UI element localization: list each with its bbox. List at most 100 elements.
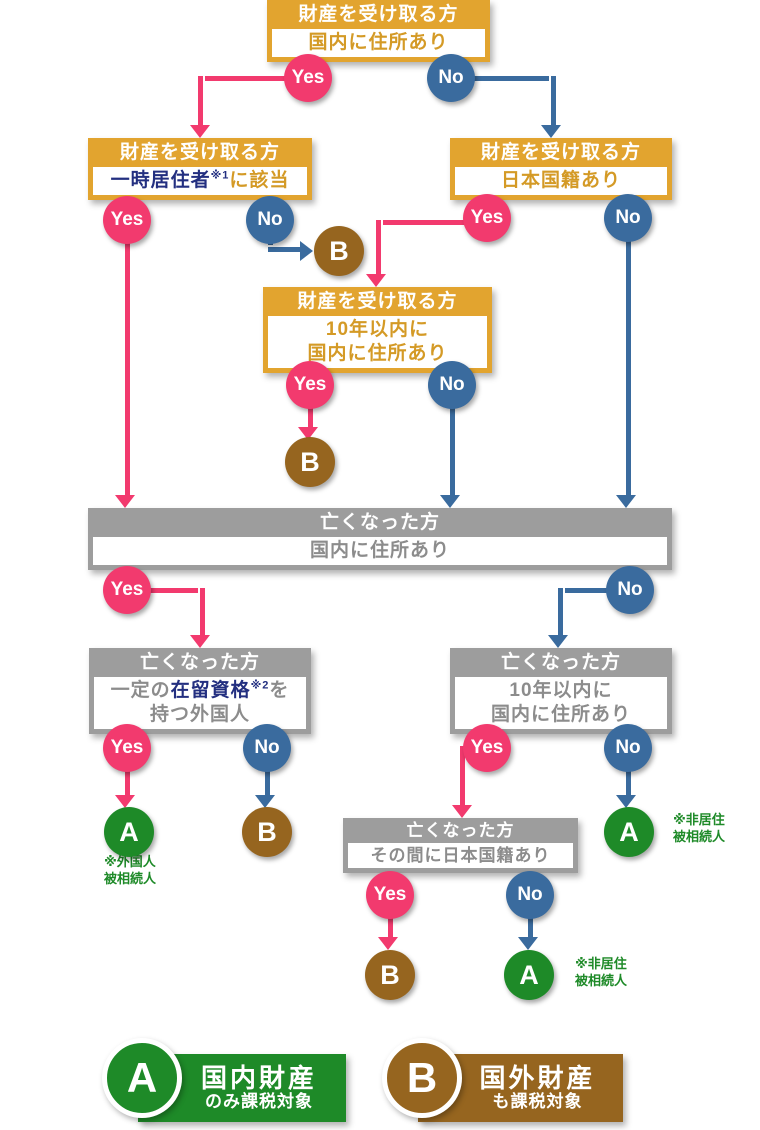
legend-a-title: 国内財産 (200, 1062, 317, 1093)
note-line2: 被相続人 (103, 870, 156, 886)
no-badge: No (427, 54, 475, 102)
yes-badge: Yes (286, 361, 334, 409)
term-residence-status: 在留資格 (170, 680, 251, 701)
arrow-down-icon (115, 795, 135, 808)
box-header: 亡くなった方 (500, 652, 621, 673)
no-badge: No (606, 566, 654, 614)
decision-box-deceased-address-within-10yr: 亡くなった方 10年以内に国内に住所あり (450, 648, 672, 734)
legend-a-badge: A (102, 1038, 182, 1118)
connector-line (200, 588, 205, 636)
note-line1: ※外国人 (104, 854, 156, 869)
box-condition-text: 一定の (110, 680, 171, 701)
box-header: 財産を受け取る方 (298, 4, 459, 25)
note-line1: ※非居住 (575, 956, 627, 971)
box-header: 財産を受け取る方 (297, 291, 458, 312)
arrow-down-icon (541, 125, 561, 138)
box-condition-text: を (269, 680, 290, 701)
connector-line (125, 752, 130, 796)
connector-line (626, 752, 631, 796)
no-badge: No (428, 361, 476, 409)
connector-line (528, 900, 533, 938)
box-condition: その間に日本国籍あり (348, 843, 573, 869)
box-condition: 10年以内に国内に住所あり (268, 316, 487, 368)
no-badge: No (604, 194, 652, 242)
connector-line (127, 588, 205, 593)
yes-badge: Yes (103, 724, 151, 772)
arrow-down-icon (190, 125, 210, 138)
decision-box-deceased-japanese-nationality: 亡くなった方 その間に日本国籍あり (343, 818, 578, 874)
connector-line (125, 230, 130, 496)
decision-box-deceased-domestic-address: 亡くなった方 国内に住所あり (88, 508, 672, 570)
decision-box-recipient-address-within-10yr: 財産を受け取る方 10年以内に国内に住所あり (263, 287, 492, 373)
decision-box-recipient-domestic-address: 財産を受け取る方 国内に住所あり (267, 0, 490, 62)
decision-box-recipient-temporary-resident: 財産を受け取る方 一時居住者※1に該当 (88, 138, 312, 200)
box-condition-line1: 10年以内に (509, 680, 613, 701)
box-condition: 一時居住者※1に該当 (93, 167, 307, 195)
no-badge: No (604, 724, 652, 772)
arrow-down-icon (190, 635, 210, 648)
footnote-ref-2: ※2 (250, 679, 270, 692)
box-header: 財産を受け取る方 (480, 142, 641, 163)
connector-line (558, 588, 632, 593)
box-condition: 国内に住所あり (93, 537, 667, 565)
no-badge: No (243, 724, 291, 772)
footnote-ref-1: ※1 (210, 169, 230, 182)
result-b-badge: B (314, 226, 364, 276)
no-badge: No (506, 871, 554, 919)
arrow-down-icon (366, 274, 386, 287)
result-a-badge: A (604, 807, 654, 857)
connector-line (450, 390, 455, 496)
connector-line (388, 900, 393, 938)
box-condition-line1: 10年以内に (325, 319, 430, 340)
decision-box-deceased-residence-status: 亡くなった方 一定の在留資格※2を持つ外国人 (89, 648, 311, 734)
connector-line (308, 390, 313, 428)
connector-line (451, 76, 556, 81)
note-nonresident-decedent: ※非居住 被相続人 (652, 812, 746, 846)
connector-line (265, 752, 270, 796)
yes-badge: Yes (284, 54, 332, 102)
term-temporary-resident: 一時居住者 (110, 170, 211, 191)
arrow-down-icon (548, 635, 568, 648)
result-b-badge: B (365, 950, 415, 1000)
connector-line (376, 220, 381, 275)
arrow-down-icon (378, 937, 398, 950)
connector-line (200, 76, 310, 81)
result-a-badge: A (104, 807, 154, 857)
yes-badge: Yes (103, 566, 151, 614)
yes-badge: Yes (103, 196, 151, 244)
result-b-badge: B (285, 437, 335, 487)
arrow-down-icon (298, 427, 318, 440)
box-condition-line2: 持つ外国人 (149, 703, 250, 725)
box-condition: 日本国籍あり (455, 167, 667, 195)
connector-line (268, 247, 302, 252)
box-condition-line2: 国内に住所あり (307, 342, 448, 364)
box-condition-line2: 国内に住所あり (490, 703, 631, 725)
box-header: 亡くなった方 (319, 512, 440, 533)
box-condition: 一定の在留資格※2を持つ外国人 (94, 677, 306, 729)
arrow-right-icon (300, 241, 313, 261)
arrow-down-icon (255, 795, 275, 808)
legend-a-subtitle: のみ課税対象 (205, 1092, 313, 1112)
note-nonresident-decedent: ※非居住 被相続人 (554, 956, 648, 990)
note-line2: 被相続人 (574, 972, 627, 988)
yes-badge: Yes (366, 871, 414, 919)
arrow-down-icon (115, 495, 135, 508)
connector-line (378, 220, 488, 225)
arrow-down-icon (440, 495, 460, 508)
box-condition: 国内に住所あり (272, 29, 485, 57)
connector-line (460, 746, 465, 806)
connector-line (551, 76, 556, 126)
arrow-down-icon (452, 805, 472, 818)
note-line2: 被相続人 (672, 828, 725, 844)
result-a-badge: A (504, 950, 554, 1000)
arrow-down-icon (616, 495, 636, 508)
decision-box-recipient-japanese-nationality: 財産を受け取る方 日本国籍あり (450, 138, 672, 200)
box-header: 亡くなった方 (406, 821, 515, 840)
connector-line (626, 225, 631, 496)
legend-b-badge: B (382, 1038, 462, 1118)
legend-b-title: 国外財産 (479, 1062, 596, 1093)
result-b-badge: B (242, 807, 292, 857)
box-header: 亡くなった方 (139, 652, 260, 673)
note-foreign-decedent: ※外国人 被相続人 (80, 854, 180, 888)
